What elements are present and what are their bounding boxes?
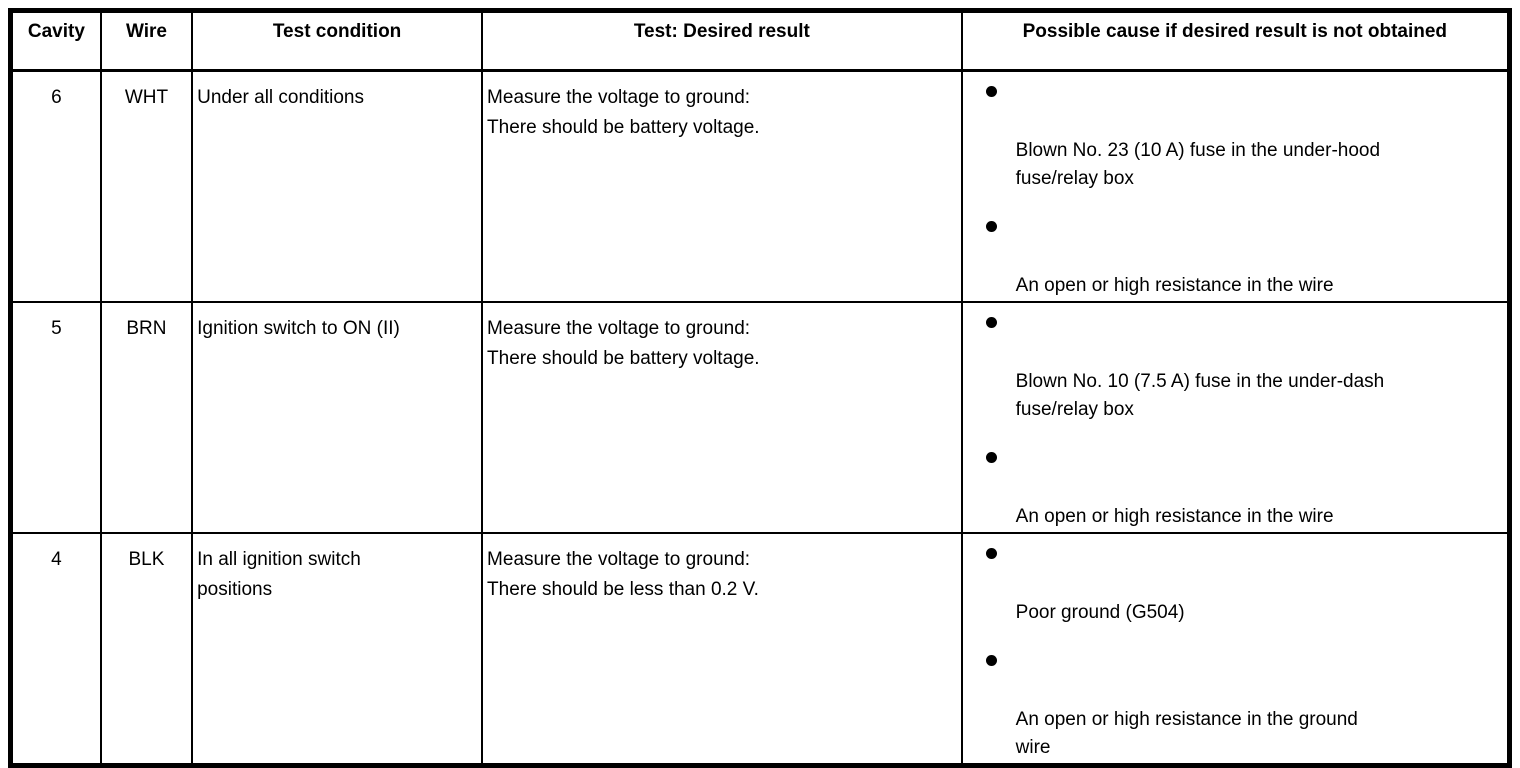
wire-cell: BRN xyxy=(99,301,194,534)
bullet-icon xyxy=(985,548,997,559)
cavity-cell: 4 xyxy=(9,532,102,767)
bullet-icon xyxy=(985,317,997,328)
possible-cause-cell: Poor ground (G504) An open or high resis… xyxy=(960,532,1511,767)
header-wire: Wire xyxy=(99,9,194,72)
table-row: 6 WHT Under all conditions Measure the v… xyxy=(9,69,1511,303)
cause-item: An open or high resistance in the wire xyxy=(964,221,1506,300)
table-row: 5 BRN Ignition switch to ON (II) Measure… xyxy=(9,301,1511,534)
cavity-cell: 6 xyxy=(9,69,102,303)
possible-cause-cell: Blown No. 23 (10 A) fuse in the under-ho… xyxy=(960,69,1511,303)
cause-text: Poor ground (G504) xyxy=(1015,602,1185,623)
test-condition-cell: In all ignition switch positions xyxy=(191,532,484,767)
cause-text: An open or high resistance in the wire xyxy=(1015,506,1334,527)
header-cavity: Cavity xyxy=(9,9,102,72)
bullet-icon xyxy=(985,452,997,463)
bullet-icon xyxy=(985,86,997,97)
header-row: Cavity Wire Test condition Test: Desired… xyxy=(9,9,1511,72)
desired-result-cell: Measure the voltage to ground: There sho… xyxy=(481,301,963,534)
cause-item: Poor ground (G504) xyxy=(964,548,1506,627)
bullet-icon xyxy=(985,655,997,666)
possible-cause-cell: Blown No. 10 (7.5 A) fuse in the under-d… xyxy=(960,301,1511,534)
test-condition-cell: Under all conditions xyxy=(191,69,484,303)
cause-item: An open or high resistance in the wire xyxy=(964,452,1506,531)
cause-item: Blown No. 10 (7.5 A) fuse in the under-d… xyxy=(964,317,1506,424)
wire-cell: WHT xyxy=(99,69,194,303)
header-desired-result: Test: Desired result xyxy=(481,9,963,72)
cavity-cell: 5 xyxy=(9,301,102,534)
document-page: Cavity Wire Test condition Test: Desired… xyxy=(8,8,1512,768)
desired-result-cell: Measure the voltage to ground: There sho… xyxy=(481,69,963,303)
bullet-icon xyxy=(985,221,997,232)
header-test-condition: Test condition xyxy=(191,9,484,72)
header-possible-cause: Possible cause if desired result is not … xyxy=(960,9,1511,72)
cause-text: An open or high resistance in the ground… xyxy=(1015,709,1358,758)
test-condition-cell: Ignition switch to ON (II) xyxy=(191,301,484,534)
table-row: 4 BLK In all ignition switch positions M… xyxy=(9,532,1511,767)
cause-text: Blown No. 23 (10 A) fuse in the under-ho… xyxy=(1015,140,1381,189)
wiring-test-table: Cavity Wire Test condition Test: Desired… xyxy=(8,8,1512,768)
cause-text: An open or high resistance in the wire xyxy=(1015,275,1334,296)
wire-cell: BLK xyxy=(99,532,194,767)
desired-result-cell: Measure the voltage to ground: There sho… xyxy=(481,532,963,767)
cause-item: Blown No. 23 (10 A) fuse in the under-ho… xyxy=(964,86,1506,193)
cause-text: Blown No. 10 (7.5 A) fuse in the under-d… xyxy=(1015,371,1385,420)
